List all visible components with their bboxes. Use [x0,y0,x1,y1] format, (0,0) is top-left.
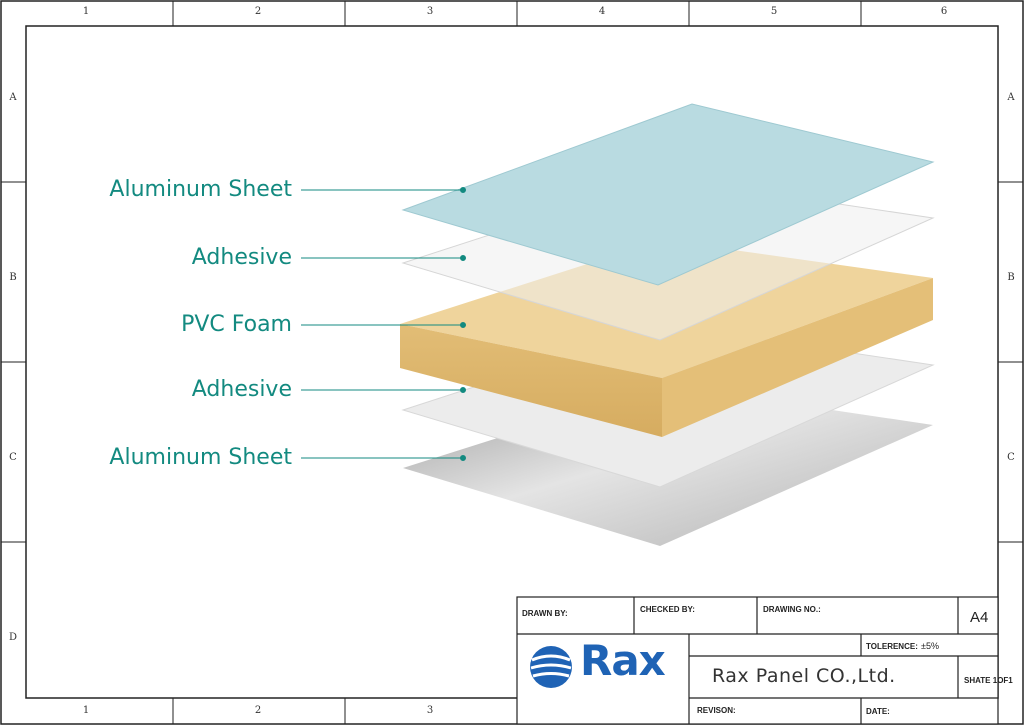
zone-row-a-right: A [1007,92,1015,103]
date-label: DATE: [866,707,890,716]
layer-label-adhesive-top: Adhesive [191,245,292,270]
rax-globe-icon [530,646,572,688]
leader-dot [460,387,466,393]
leader-dot [460,187,466,193]
checked-by-label: CHECKED BY: [640,605,695,614]
zone-row-c: C [9,452,17,463]
zone-column-6: 6 [940,6,948,17]
layer-label-adhesive-bottom: Adhesive [191,377,292,402]
zone-column-2-bottom: 2 [254,705,262,716]
leader-dot [460,255,466,261]
zone-column-2: 2 [254,6,262,17]
layer-label-pvc-foam: PVC Foam [181,312,292,337]
zone-column-5: 5 [770,6,778,17]
drawn-by-label: DRAWN BY: [522,609,568,618]
foam-right-face [662,278,933,437]
zone-row-b-right: B [1007,272,1015,283]
title-block-grid [516,596,999,725]
zone-column-3-bottom: 3 [426,705,434,716]
rax-logo-text: Rax [580,636,666,685]
leader-dot [460,455,466,461]
tolerance-value: ±5% [921,641,939,651]
revision-label: REVISON: [697,706,736,715]
layer-label-aluminum-bottom: Aluminum Sheet [109,445,292,470]
zone-column-1: 1 [82,6,90,17]
zone-column-4: 4 [598,6,606,17]
zone-column-1-bottom: 1 [82,705,90,716]
foam-front-face [400,324,662,437]
leader-dot [460,322,466,328]
drawing-no-label: DRAWING NO.: [763,605,821,614]
sheet-number: SHATE 1OF1 [964,676,1013,685]
company-name: Rax Panel CO.,Ltd. [712,665,896,687]
zone-row-c-right: C [1007,452,1015,463]
tolerance-label: TOLERENCE: [866,642,918,651]
zone-row-a: A [9,92,17,103]
paper-size: A4 [970,609,989,626]
zone-column-3: 3 [426,6,434,17]
zone-row-d: D [8,632,18,643]
layer-label-aluminum-top: Aluminum Sheet [109,177,292,202]
zone-row-b: B [9,272,17,283]
top-aluminum-sheet [401,103,935,286]
